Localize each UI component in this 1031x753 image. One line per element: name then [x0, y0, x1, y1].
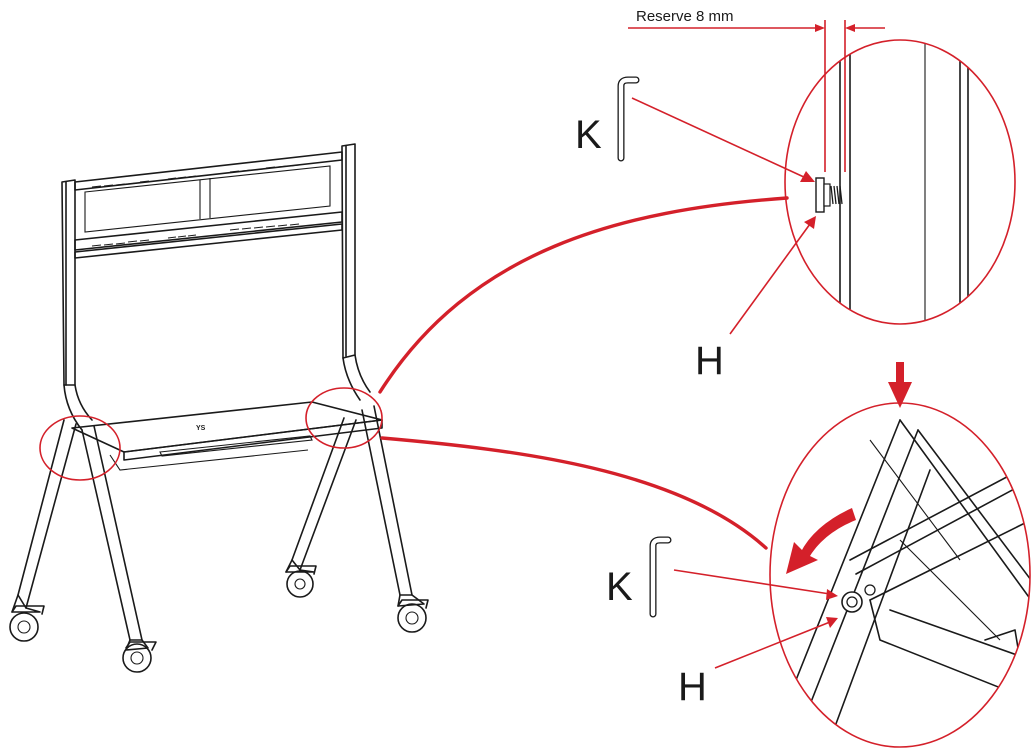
bolt-icon [841, 584, 876, 613]
bolt-icon [815, 177, 843, 213]
allen-key-icon [617, 76, 640, 162]
label-h-top: H [695, 339, 724, 383]
detail-bottom-frame [769, 402, 1031, 748]
highlight-right-joint [305, 387, 383, 449]
detail-top-frame [784, 39, 1016, 325]
leader-h-top [729, 223, 811, 335]
leader-k-bottom [673, 569, 831, 595]
allen-key-icon [649, 536, 672, 618]
mobile-stand: YS [11, 143, 425, 651]
brand-mark: YS [196, 425, 206, 432]
dimension-reserve: Reserve 8 mm [628, 8, 885, 172]
detail-top: Reserve 8 mm K H [575, 8, 1016, 383]
highlight-left-joint [39, 415, 121, 481]
leader-k-top [631, 97, 807, 179]
label-k-bottom: K [606, 565, 633, 609]
callout-line-top [378, 196, 789, 394]
callout-line-bottom [380, 436, 768, 550]
rail-slots-lower [91, 223, 300, 247]
detail-bottom: K H [606, 402, 1031, 748]
label-k-top: K [575, 113, 602, 157]
down-arrow-icon [888, 362, 912, 408]
rail-slots-upper [91, 164, 300, 188]
caster-wheel [9, 565, 429, 673]
label-h-bottom: H [678, 665, 707, 709]
leader-h-bottom [714, 621, 831, 669]
reserve-label: Reserve 8 mm [636, 8, 734, 25]
curved-arrow-icon [786, 508, 856, 574]
